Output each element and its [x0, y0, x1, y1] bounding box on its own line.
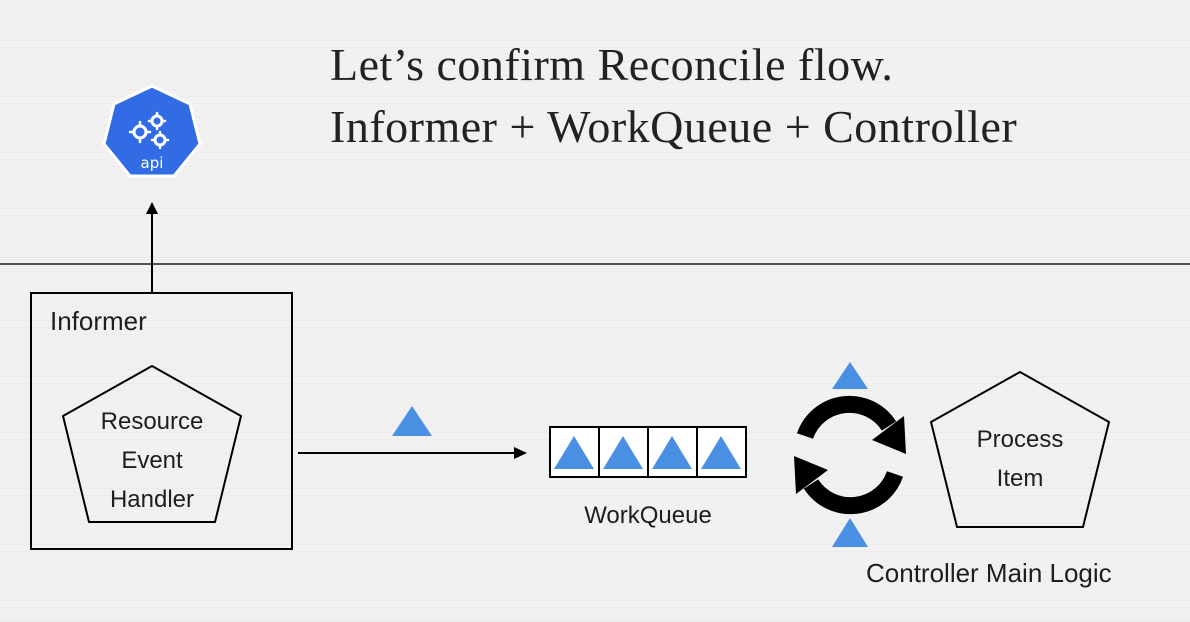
process-item-label: Process Item — [930, 420, 1110, 498]
kubernetes-api-icon — [102, 84, 202, 178]
controller-main-logic-label: Controller Main Logic — [866, 558, 1112, 588]
handler-line-3: Handler — [109, 486, 195, 513]
workqueue-item — [652, 436, 692, 469]
informer-label: Informer — [50, 306, 147, 336]
resource-event-handler-pentagon — [61, 364, 243, 523]
handler-to-workqueue-arrow — [298, 447, 527, 459]
refresh-cycle-icon — [794, 395, 906, 515]
resource-event-handler-label: Resource Event Handler — [62, 402, 242, 519]
handler-line-2: Event — [121, 447, 183, 474]
api-icon-label: api — [141, 154, 164, 172]
handler-line-1: Resource — [100, 408, 204, 435]
gear-teeth-icon — [128, 111, 170, 150]
workqueue — [549, 426, 747, 478]
slide-title: Let’s confirm Reconcile flow. Informer +… — [330, 34, 1017, 158]
title-line-2: Informer + WorkQueue + Controller — [330, 101, 1018, 152]
workqueue-item — [701, 436, 741, 469]
informer-box — [30, 292, 293, 550]
queued-item-triangle — [392, 406, 432, 436]
process-item-line-1: Process — [976, 426, 1064, 453]
processing-item-bottom — [832, 518, 868, 547]
process-item-line-2: Item — [996, 465, 1044, 492]
processing-item-top — [832, 362, 868, 389]
title-line-1: Let’s confirm Reconcile flow. — [330, 39, 894, 90]
workqueue-label: WorkQueue — [584, 502, 712, 529]
process-item-pentagon — [929, 370, 1111, 528]
workqueue-item — [554, 436, 594, 469]
informer-to-api-arrow — [146, 202, 158, 292]
workqueue-item — [603, 436, 643, 469]
